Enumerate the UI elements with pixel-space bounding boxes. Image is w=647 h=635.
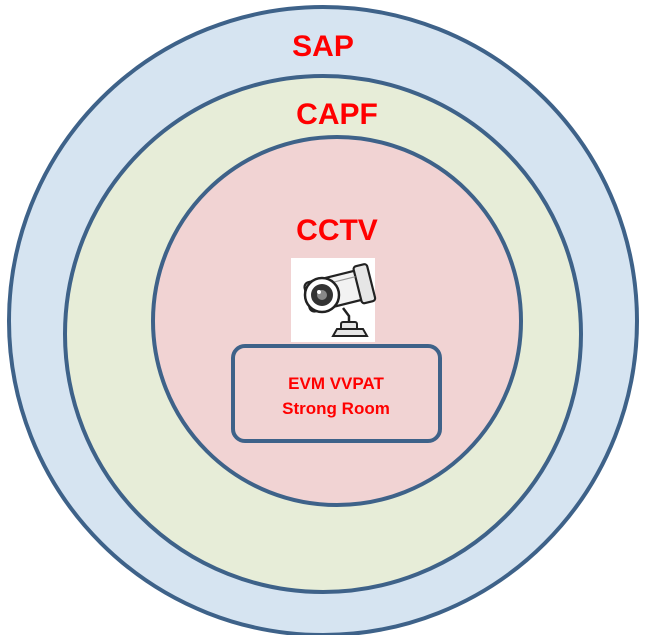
sap-label: SAP — [292, 30, 354, 63]
cctv-label: CCTV — [296, 214, 378, 247]
strong-room-box — [231, 344, 442, 443]
capf-label: CAPF — [296, 98, 378, 131]
strong-room-line1: EVM VVPAT — [288, 374, 384, 393]
strong-room-line2: Strong Room — [282, 399, 390, 418]
cctv-camera-icon — [291, 258, 377, 342]
